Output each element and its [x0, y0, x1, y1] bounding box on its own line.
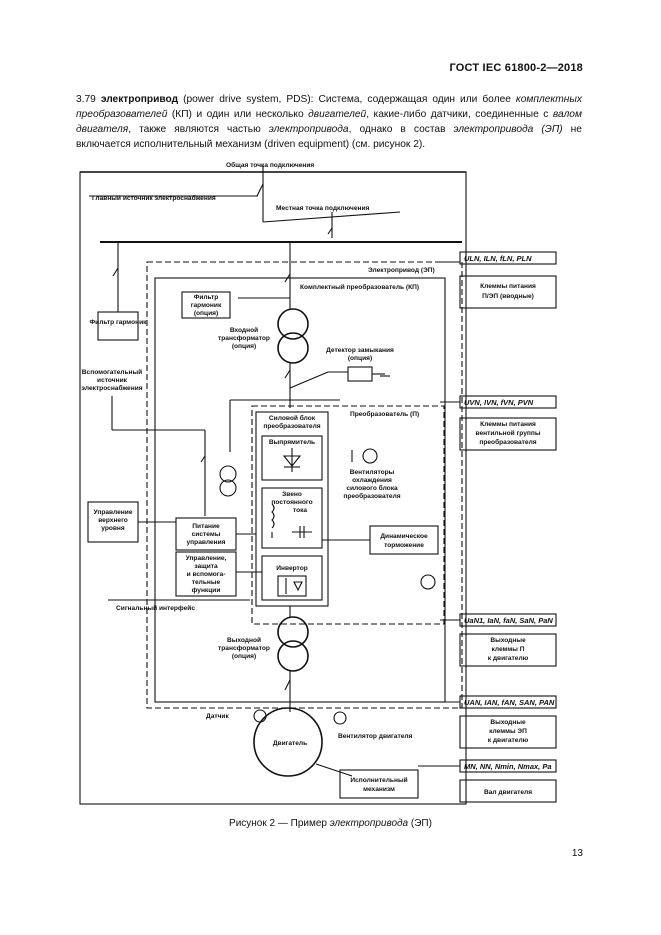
param-valve-label-2: преобразователя: [479, 438, 536, 446]
param-pds-out-label-1: клеммы ЭП: [489, 728, 527, 735]
param-pds-out-label-2: к двигателю: [488, 737, 529, 744]
dc-link-0: Звено: [282, 491, 302, 498]
aux-supply-2: электроснабжения: [81, 384, 142, 392]
param-bds-out-label-0: Выходные: [490, 637, 526, 644]
aux-supply-1: источник: [97, 377, 128, 384]
driven-equipment-1: механизм: [363, 786, 395, 793]
motor-fan-label: Вентилятор двигателя: [338, 733, 413, 740]
param-bds-out: UaN1, IaN, faN, SaN, PaN: [464, 616, 553, 625]
param-supply-label-0: Клеммы питания: [480, 283, 536, 290]
param-valve: UVN, IVN, fVN, PVN: [464, 398, 534, 407]
param-bds-out-label-2: к двигателю: [488, 655, 529, 662]
control-power-2: управления: [187, 539, 226, 546]
input-transformer-2: (опция): [232, 343, 256, 350]
output-transformer-0: Выходной: [227, 636, 261, 644]
driven-equipment-0: Исполнительный: [350, 776, 407, 784]
rectifier-label: Выпрямитель: [269, 439, 315, 446]
input-transformer-0: Входной: [230, 326, 258, 334]
upper-control-0: Управление: [94, 509, 133, 516]
dc-link-2: тока: [293, 507, 307, 514]
cooling-fans-2: силового блока: [346, 484, 398, 492]
harmonic-filter-opt-2: (опция): [194, 310, 218, 317]
definition-paragraph: 3.79 электропривод (power drive system, …: [76, 94, 582, 150]
harmonic-filter-opt-1: гармоник: [191, 302, 222, 309]
sensor-label: Датчик: [206, 713, 229, 720]
power-section-1: преобразователя: [263, 422, 320, 430]
cooling-fans-0: Вентиляторы: [350, 469, 395, 476]
common-point-label: Общая точка подключения: [226, 161, 314, 169]
harmonic-filter-opt-0: Фильтр: [194, 294, 219, 301]
harmonic-filter-label: Фильтр гармоник: [90, 319, 148, 326]
document-header: ГОСТ IEC 61800-2—2018: [449, 62, 583, 74]
ground-detector-1: (опция): [348, 355, 372, 362]
bds-label: Преобразователь (П): [350, 410, 419, 418]
param-valve-label-1: вентильной группы: [476, 429, 541, 437]
cooling-fans-3: преобразователя: [343, 492, 400, 500]
input-transformer-1: трансформатор: [218, 335, 270, 342]
aux-supply-0: Вспомогательный: [82, 368, 142, 376]
control-protection-0: Управление,: [186, 555, 227, 562]
inverter-label: Инвертор: [276, 565, 308, 572]
pds-label: Электропривод (ЭП): [368, 267, 435, 274]
output-transformer-1: трансформатор: [218, 645, 270, 652]
control-protection-1: защита: [194, 563, 218, 570]
figure-caption: Рисунок 2 — Пример электропривода (ЭП): [229, 818, 432, 829]
dc-link-1: постоянного: [271, 499, 312, 506]
param-supply-label-1: П/ЭП (вводные): [482, 293, 534, 300]
definition-term: электропривод: [100, 94, 179, 105]
param-shaft-label-0: Вал двигателя: [484, 789, 532, 796]
param-pds-out: UAN, IAN, fAN, SAN, PAN: [464, 698, 555, 707]
control-power-1: системы: [192, 531, 221, 538]
dynamic-braking-1: торможение: [384, 542, 424, 549]
page-number: 13: [571, 848, 583, 859]
param-pds-out-label-0: Выходные: [490, 719, 526, 726]
motor-label: Двигатель: [273, 740, 307, 747]
control-power-0: Питание: [192, 523, 220, 530]
definition-number: 3.79: [76, 94, 96, 105]
cooling-fans-1: охлаждения: [352, 477, 392, 484]
local-point-label: Местная точка подключения: [276, 205, 370, 212]
power-section-0: Силовой блок: [269, 414, 316, 422]
ground-detector-0: Детектор замыкания: [326, 347, 394, 354]
control-protection-4: функции: [192, 587, 221, 594]
main-supply-label: Главный источник электроснабжения: [92, 194, 216, 202]
upper-control-2: уровня: [101, 525, 125, 532]
upper-control-1: верхнего: [98, 517, 128, 524]
param-bds-out-label-1: клеммы П: [491, 646, 524, 653]
dynamic-braking-0: Динамическое: [380, 533, 428, 540]
control-protection-2: и вспомога-: [187, 571, 226, 578]
param-supply: ULN, ILN, fLN, PLN: [464, 254, 532, 263]
signal-interface-label: Сигнальный интерфейс: [116, 604, 195, 612]
control-protection-3: тельные: [192, 579, 221, 586]
output-transformer-2: (опция): [232, 653, 256, 660]
param-shaft: MN, NN, Nmin, Nmax, Pa: [464, 762, 552, 771]
cds-label: Комплектный преобразователь (КП): [300, 283, 419, 291]
param-valve-label-0: Клеммы питания: [480, 421, 536, 428]
